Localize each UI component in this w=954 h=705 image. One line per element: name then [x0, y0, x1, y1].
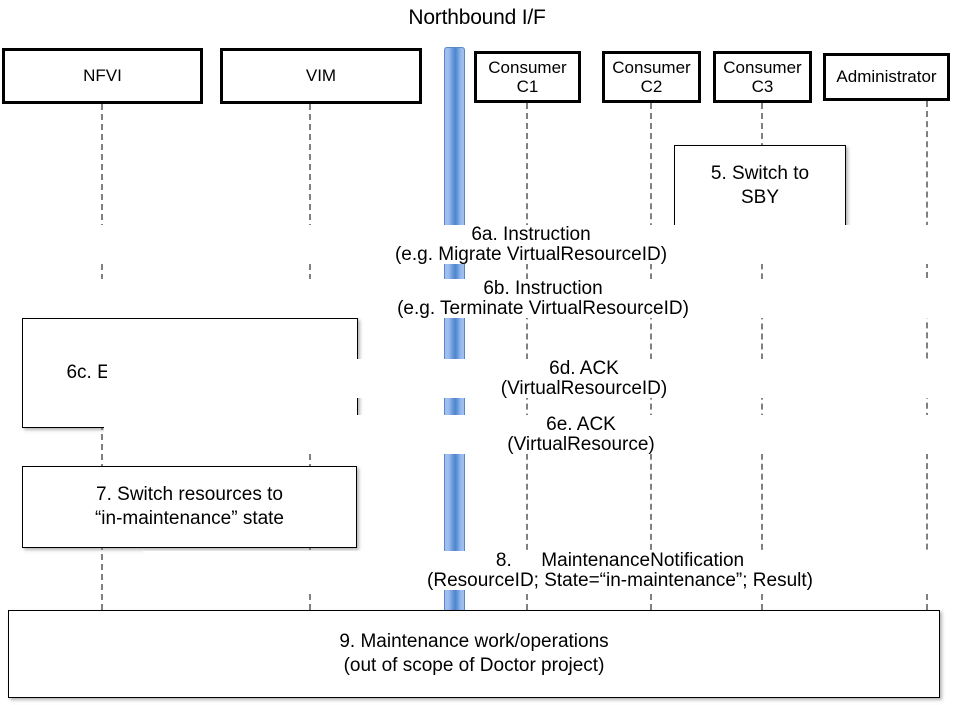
message-label-6a: 6a. Instruction(e.g. Migrate VirtualReso…	[54, 225, 954, 264]
lifeline-c2	[650, 103, 652, 610]
note-box-step7[interactable]: 7. Switch resources to “in-maintenance” …	[22, 466, 357, 548]
message-label-bottom-6e: (VirtualResource)	[104, 434, 954, 454]
message-label-bottom-6a: (e.g. Migrate VirtualResourceID)	[54, 244, 954, 264]
northbound-interface-bar	[444, 47, 465, 613]
message-label-bottom-6b: (e.g. Terminate VirtualResourceID)	[66, 298, 954, 318]
message-label-top-8: 8. MaintenanceNotification	[143, 551, 954, 570]
message-label-8: 8. MaintenanceNotification(ResourceID; S…	[143, 551, 954, 590]
actor-label-vim: VIM	[305, 66, 337, 86]
message-label-6e: 6e. ACK(VirtualResource)	[104, 415, 954, 454]
actor-box-c1[interactable]: Consumer C1	[474, 51, 581, 103]
note-label-step7: 7. Switch resources to “in-maintenance” …	[94, 483, 285, 529]
actor-box-admin[interactable]: Administrator	[823, 53, 950, 101]
message-label-top-6b: 6b. Instruction	[66, 279, 954, 298]
actor-box-vim[interactable]: VIM	[220, 48, 422, 104]
lifeline-c3	[761, 103, 763, 610]
message-label-6b: 6b. Instruction(e.g. Terminate VirtualRe…	[66, 279, 954, 318]
actor-label-admin: Administrator	[836, 67, 937, 87]
note-box-step9[interactable]: 9. Maintenance work/operations (out of s…	[8, 610, 940, 698]
message-label-top-6e: 6e. ACK	[104, 415, 954, 434]
note-label-step9: 9. Maintenance work/operations (out of s…	[339, 630, 609, 676]
actor-box-c2[interactable]: Consumer C2	[602, 51, 701, 103]
actor-box-c3[interactable]: Consumer C3	[713, 51, 812, 103]
diagram-title: Northbound I/F	[408, 6, 546, 29]
note-box-step5[interactable]: 5. Switch to SBY	[674, 145, 846, 227]
actor-label-c2: Consumer C2	[612, 57, 691, 96]
message-label-bottom-8: (ResourceID; State=“in-maintenance”; Res…	[143, 570, 954, 590]
actor-label-c3: Consumer C3	[723, 57, 802, 96]
actor-label-nfvi: NFVI	[83, 66, 122, 86]
lifeline-c1	[526, 103, 528, 610]
lifeline-admin	[926, 101, 928, 610]
message-label-top-6a: 6a. Instruction	[54, 225, 954, 244]
message-label-bottom-6d: (VirtualResourceID)	[107, 378, 954, 398]
actor-label-c1: Consumer C1	[488, 57, 567, 96]
actor-box-nfvi[interactable]: NFVI	[2, 48, 203, 104]
message-label-top-6d: 6d. ACK	[107, 359, 954, 378]
message-label-6d: 6d. ACK(VirtualResourceID)	[107, 359, 954, 398]
note-label-step5: 5. Switch to SBY	[710, 162, 810, 208]
